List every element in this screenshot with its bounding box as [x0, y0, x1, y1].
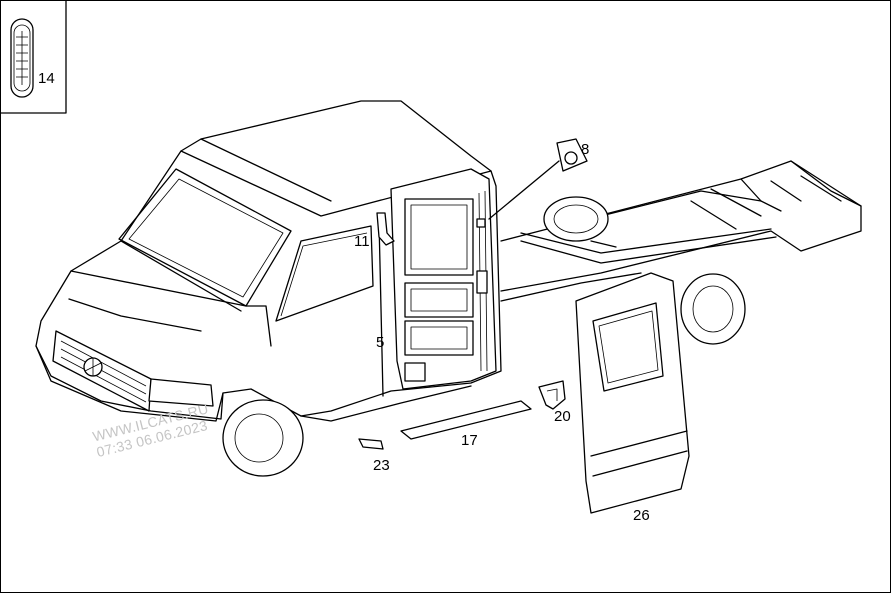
part-17-sill-trim: [400, 400, 532, 440]
part-23-clip: [358, 438, 384, 450]
callout-26: 26: [633, 507, 650, 524]
callout-23: 23: [373, 457, 390, 474]
inset-box-part-14: [1, 1, 67, 114]
part-20-cover: [538, 380, 566, 410]
callout-11: 11: [354, 233, 370, 250]
callout-17: 17: [461, 432, 478, 449]
callout-8: 8: [581, 141, 590, 158]
callout-20: 20: [554, 408, 571, 425]
part-11-bracket: [376, 212, 395, 246]
part-5-rear-door: [390, 168, 497, 390]
part-8-bracket: [488, 138, 588, 220]
chassis-frame: [500, 160, 862, 345]
cab-body: [35, 100, 502, 477]
callout-14: 14: [38, 70, 55, 87]
part-26-side-panel: [575, 272, 690, 514]
callout-5: 5: [376, 334, 385, 351]
